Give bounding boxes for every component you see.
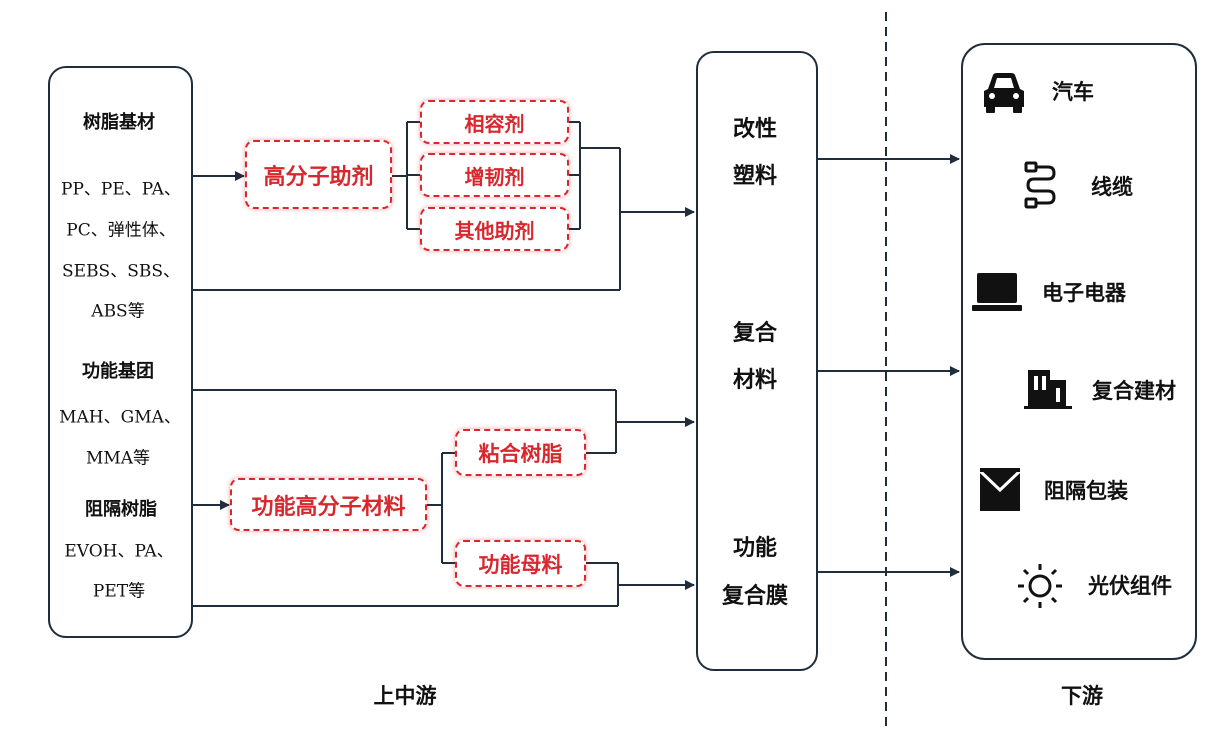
upstream-midstream-label: 上中游 [373, 684, 437, 708]
resin-base-line: PP、PE、PA、 [61, 179, 181, 200]
product-line: 改性 [732, 117, 778, 142]
functional-material-item-box: 粘合树脂 [455, 429, 586, 476]
functional-group-heading: 功能基团 [82, 361, 154, 382]
downstream-label: 光伏组件 [1088, 574, 1172, 598]
product-line: 塑料 [732, 164, 778, 189]
product-line: 材料 [732, 368, 778, 393]
downstream-label: 电子电器 [1042, 281, 1126, 305]
functional-material-item-box: 功能母料 [455, 540, 586, 587]
resin-base-line: PC、弹性体、 [66, 220, 176, 241]
downstream-label-footer: 下游 [1061, 684, 1103, 708]
functional-polymer-box: 功能高分子材料 [230, 478, 427, 531]
barrier-resin-heading: 阻隔树脂 [85, 499, 157, 520]
sun-icon [1016, 562, 1064, 610]
resin-base-line: ABS等 [91, 301, 145, 322]
additive-item-box: 相容剂 [420, 100, 569, 144]
package-icon [977, 466, 1023, 514]
downstream-label: 阻隔包装 [1044, 479, 1128, 503]
additive-item-box: 其他助剂 [420, 207, 569, 251]
resin-base-line: SEBS、SBS、 [62, 261, 180, 282]
upstream-materials-panel [48, 66, 193, 638]
cable-icon [1022, 161, 1060, 209]
downstream-label: 线缆 [1091, 175, 1133, 199]
midstream-products-panel [696, 51, 818, 671]
downstream-label: 汽车 [1052, 80, 1094, 104]
product-line: 功能 [732, 536, 778, 561]
polymer-additive-box: 高分子助剂 [245, 140, 392, 209]
additive-item-box: 增韧剂 [420, 153, 569, 197]
product-line: 复合 [732, 321, 778, 346]
functional-group-line: MAH、GMA、 [59, 407, 181, 428]
product-line: 复合膜 [721, 584, 789, 609]
building-icon [1022, 366, 1074, 410]
downstream-label: 复合建材 [1092, 379, 1176, 403]
downstream-applications-panel [961, 43, 1197, 660]
resin-base-heading: 树脂基材 [83, 112, 155, 133]
laptop-icon [971, 271, 1023, 313]
car-icon [980, 71, 1028, 115]
functional-group-line: MMA等 [85, 448, 151, 469]
barrier-resin-line: EVOH、PA、 [64, 541, 174, 562]
barrier-resin-line: PET等 [92, 581, 146, 602]
